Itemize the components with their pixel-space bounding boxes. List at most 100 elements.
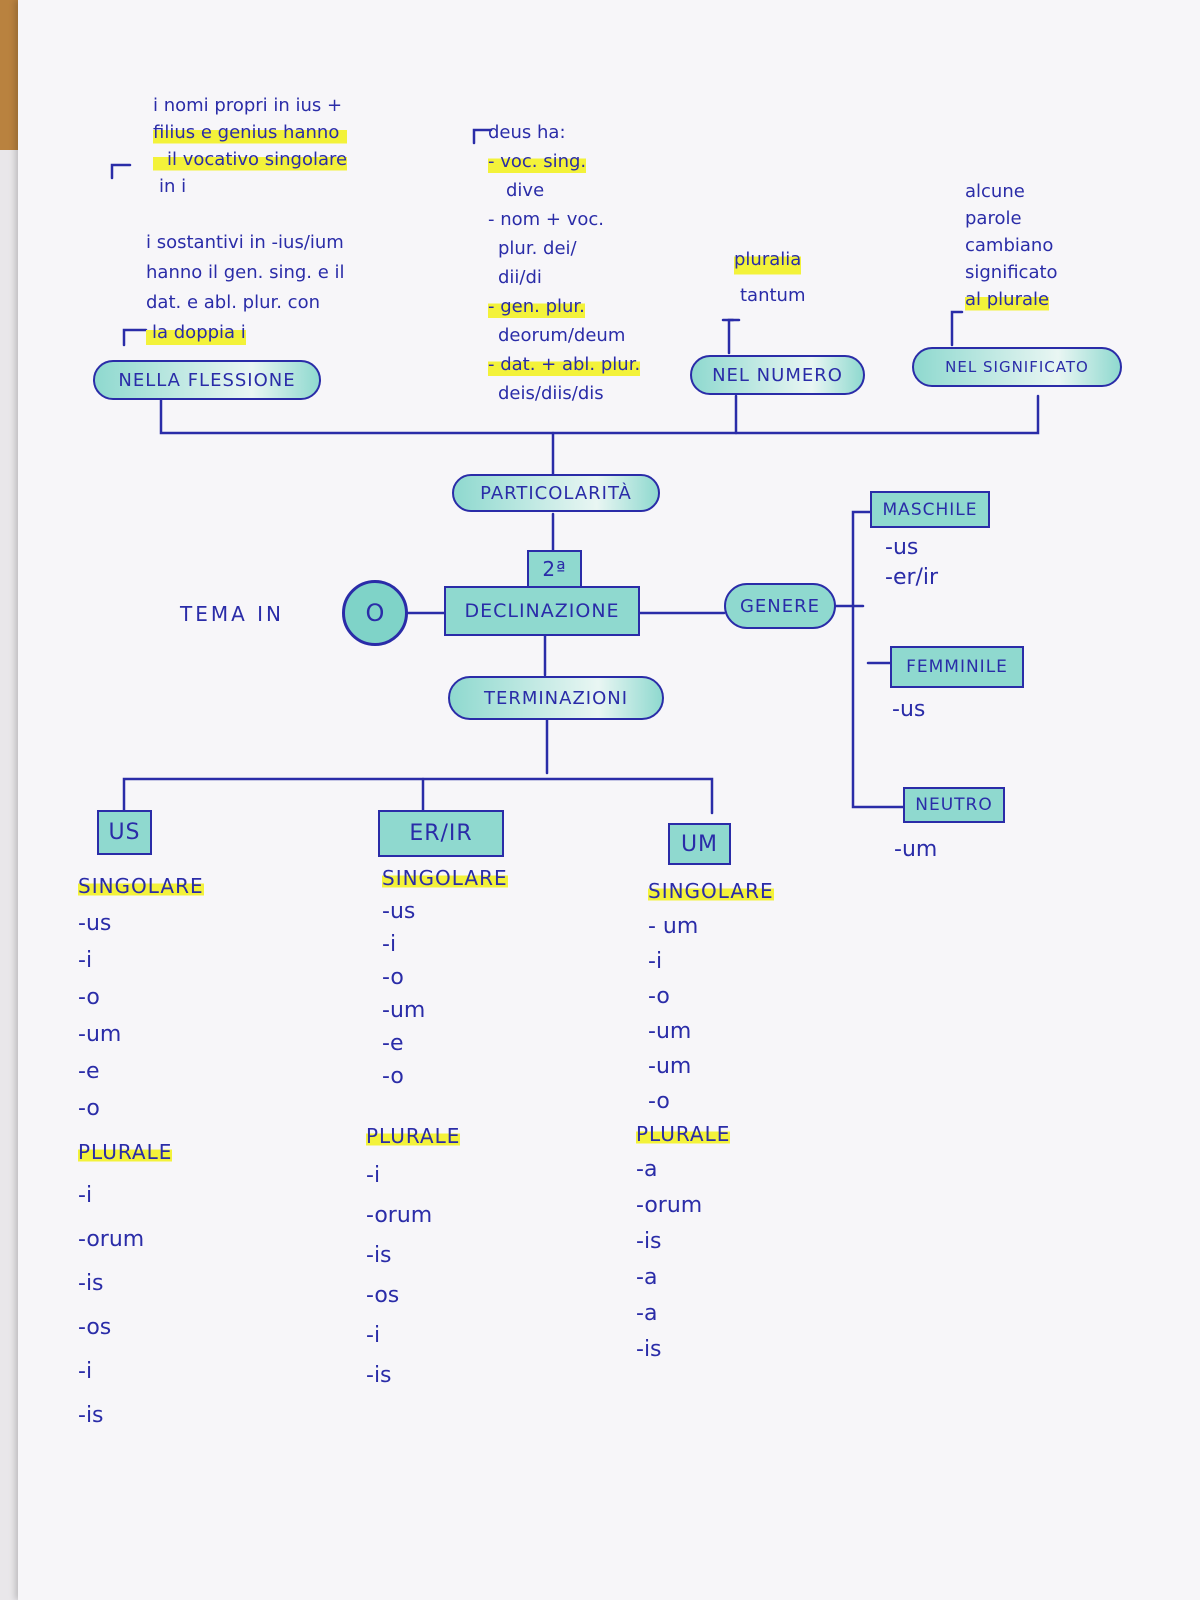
ending: -i xyxy=(366,1323,381,1348)
ending: -um xyxy=(648,1054,692,1079)
ending: -um xyxy=(648,1019,692,1044)
note-line: filius e genius hanno xyxy=(153,119,348,146)
note-sostantivi-ius: i sostantivi in -ius/ium hanno il gen. s… xyxy=(146,228,345,348)
note-line: parole xyxy=(965,208,1022,229)
ending: -is xyxy=(78,1403,104,1428)
note-line: pluralia xyxy=(734,242,802,278)
note-line: - gen. plur. xyxy=(488,292,585,321)
note-line: plur. dei/ xyxy=(498,238,577,259)
note-line: cambiano xyxy=(965,235,1054,256)
ending: -us xyxy=(78,911,112,936)
column-us-plurale: PLURALE -i -orum -is -os -i -is xyxy=(78,1130,173,1438)
ending: -i xyxy=(78,1359,93,1384)
note-line: in i xyxy=(159,176,187,197)
ending: -is xyxy=(78,1271,104,1296)
note-line: dive xyxy=(506,180,545,201)
ending: -o xyxy=(78,985,100,1010)
genere-neutro: NEUTRO xyxy=(903,787,1005,823)
ending: -i xyxy=(78,948,93,973)
ending: -is xyxy=(636,1337,662,1362)
ending: -us xyxy=(885,535,919,560)
ending: -e xyxy=(78,1059,100,1084)
ending: -um xyxy=(894,837,938,862)
ending: -a xyxy=(636,1301,658,1326)
ending: -us xyxy=(382,899,416,924)
note-line: alcune xyxy=(965,181,1025,202)
singolare-label: SINGOLARE xyxy=(648,879,774,903)
ending: -is xyxy=(366,1363,392,1388)
note-line: il vocativo singolare xyxy=(153,146,348,173)
node-declinazione: DECLINAZIONE xyxy=(444,586,640,636)
ending: -is xyxy=(366,1243,392,1268)
note-line: i nomi propri in ius + xyxy=(153,95,343,116)
plurale-label: PLURALE xyxy=(366,1124,461,1148)
note-line: significato xyxy=(965,262,1058,283)
ending: -um xyxy=(382,998,426,1023)
note-line: i sostantivi in -ius/ium xyxy=(146,232,344,253)
ending: -a xyxy=(636,1265,658,1290)
node-genere: GENERE xyxy=(724,583,836,629)
note-nomi-propri: i nomi propri in ius + filius e genius h… xyxy=(153,92,348,200)
ending: -os xyxy=(78,1315,112,1340)
ending: -i xyxy=(366,1163,381,1188)
column-er-ir-singolare: SINGOLARE -us -i -o -um -e -o xyxy=(382,862,508,1093)
ending: -i xyxy=(648,949,663,974)
singolare-label: SINGOLARE xyxy=(382,866,508,890)
ending: -o xyxy=(648,984,670,1009)
node-2a: 2ª xyxy=(527,550,582,588)
node-nella-flessione: NELLA FLESSIONE xyxy=(93,360,321,400)
ending: -o xyxy=(648,1089,670,1114)
ending: -us xyxy=(892,697,926,722)
ending: -i xyxy=(78,1183,93,1208)
maschile-endings: -us -er/ir xyxy=(885,533,938,593)
column-um-plurale: PLURALE -a -orum -is -a -a -is xyxy=(636,1116,731,1368)
ending: -er/ir xyxy=(885,565,939,590)
node-terminazioni: TERMINAZIONI xyxy=(448,676,664,720)
ending: -o xyxy=(382,965,404,990)
column-um-box: UM xyxy=(668,823,731,865)
note-line: dii/di xyxy=(498,267,542,288)
ending: -a xyxy=(636,1157,658,1182)
node-particolarita: PARTICOLARITÀ xyxy=(452,474,660,512)
column-er-ir-box: ER/IR xyxy=(378,810,504,857)
note-line: la doppia i xyxy=(146,318,246,348)
ending: -orum xyxy=(636,1193,703,1218)
ending: - um xyxy=(648,914,699,939)
ending: -i xyxy=(382,932,397,957)
note-line: - nom + voc. xyxy=(488,209,604,230)
ending: -e xyxy=(382,1031,404,1056)
note-pluralia-tantum: pluralia tantum xyxy=(734,242,806,314)
note-line: tantum xyxy=(740,285,806,306)
genere-maschile: MASCHILE xyxy=(870,491,990,528)
ending: -orum xyxy=(78,1227,145,1252)
node-nel-significato: NEL SIGNIFICATO xyxy=(912,347,1122,387)
node-nel-numero: NEL NUMERO xyxy=(690,355,865,395)
note-deus: deus ha: - voc. sing. dive - nom + voc. … xyxy=(488,118,641,408)
neutro-endings: -um xyxy=(894,835,937,865)
note-line: dat. e abl. plur. con xyxy=(146,292,320,313)
plurale-label: PLURALE xyxy=(636,1122,731,1146)
femminile-endings: -us xyxy=(892,695,925,725)
ending: -is xyxy=(636,1229,662,1254)
singolare-label: SINGOLARE xyxy=(78,874,204,898)
ending: -o xyxy=(382,1064,404,1089)
note-line: deus ha: xyxy=(488,122,566,143)
ending: -orum xyxy=(366,1203,433,1228)
column-us-box: US xyxy=(97,810,152,855)
ending: -o xyxy=(78,1096,100,1121)
column-us-singolare: SINGOLARE -us -i -o -um -e -o xyxy=(78,868,204,1127)
note-line: - voc. sing. xyxy=(488,147,587,176)
plurale-label: PLURALE xyxy=(78,1140,173,1164)
tema-circle: O xyxy=(342,580,408,646)
ending: -um xyxy=(78,1022,122,1047)
ending: -os xyxy=(366,1283,400,1308)
note-line: deis/diis/dis xyxy=(498,383,604,404)
note-line: deorum/deum xyxy=(498,325,626,346)
tema-label: TEMA IN xyxy=(180,602,285,626)
note-line: - dat. + abl. plur. xyxy=(488,350,641,379)
note-line: al plurale xyxy=(965,286,1050,313)
note-line: hanno il gen. sing. e il xyxy=(146,262,345,283)
column-um-singolare: SINGOLARE - um -i -o -um -um -o xyxy=(648,874,774,1119)
column-er-ir-plurale: PLURALE -i -orum -is -os -i -is xyxy=(366,1116,461,1396)
